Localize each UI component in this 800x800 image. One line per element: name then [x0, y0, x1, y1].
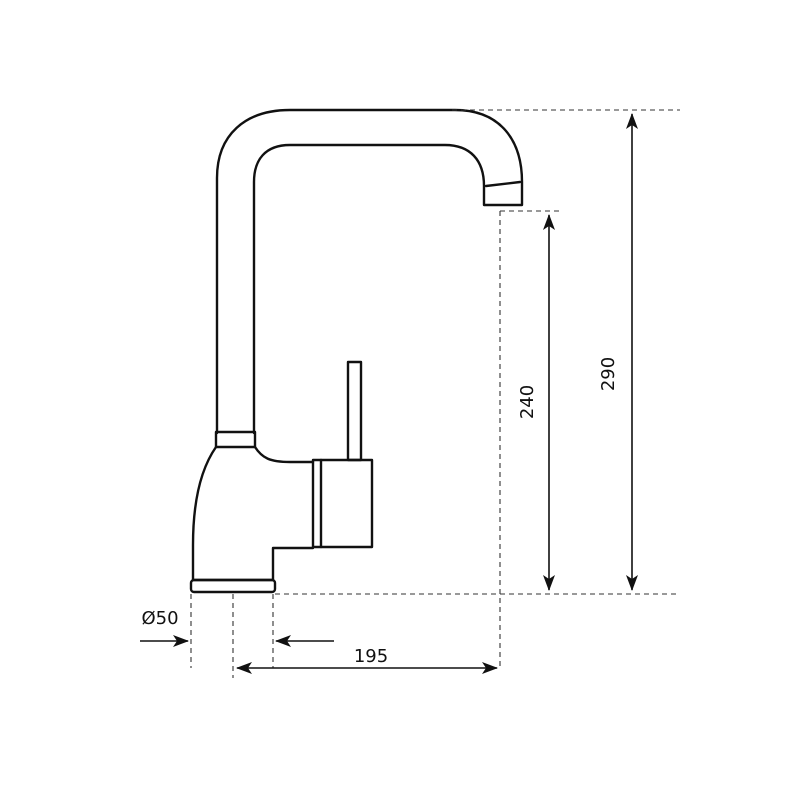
- lever-handle: [346, 360, 363, 462]
- mixer-cartridge: [311, 458, 374, 549]
- dim-50-label: Ø50: [141, 608, 178, 629]
- swivel-collar: [214, 430, 257, 449]
- base-ring: [189, 578, 277, 594]
- faucet-body: [191, 445, 315, 582]
- body-top-edge: [253, 445, 315, 464]
- faucet-outline: [189, 108, 524, 594]
- dim-195-label: 195: [354, 646, 388, 667]
- dim-240-label: 240: [517, 385, 538, 419]
- dimension-labels: 290 240 195 Ø50: [141, 357, 619, 667]
- dim-290-label: 290: [598, 357, 619, 391]
- spout-tube: [215, 108, 524, 435]
- dimension-arrows: [140, 113, 638, 674]
- spout-nozzle-ring: [484, 180, 522, 188]
- extension-lines: [190, 109, 680, 678]
